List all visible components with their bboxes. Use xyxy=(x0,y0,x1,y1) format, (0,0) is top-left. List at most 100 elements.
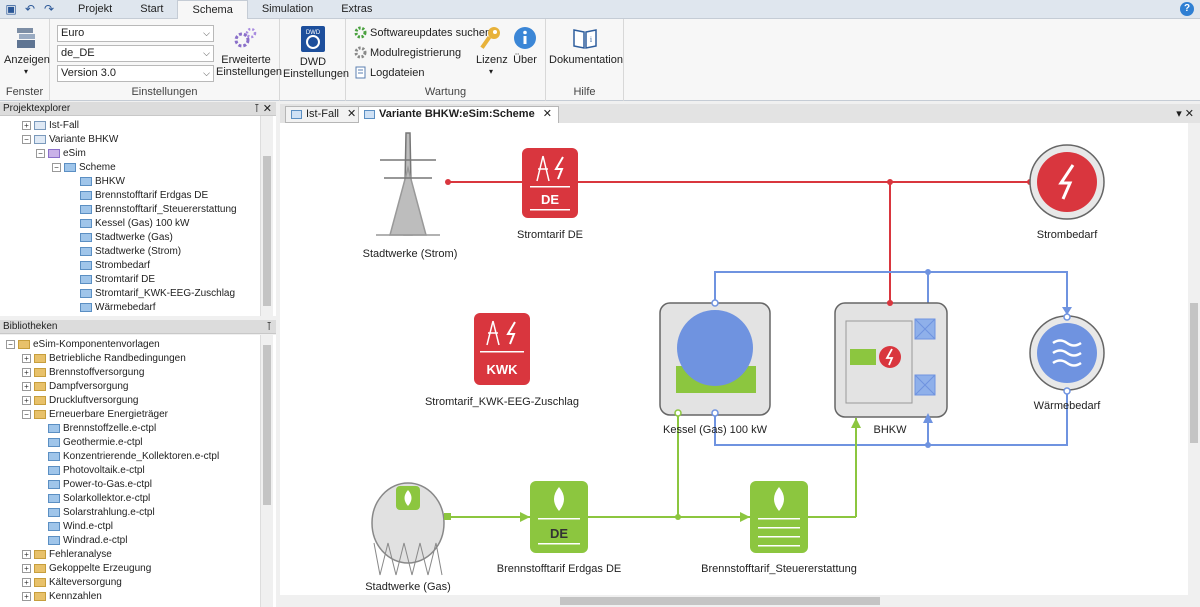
locale-select[interactable]: de_DE⌵ xyxy=(57,45,214,62)
scroll-thumb[interactable] xyxy=(560,597,880,605)
lib-item-folder[interactable]: +Betriebliche Randbedingungen xyxy=(22,352,186,365)
collapse-icon[interactable]: − xyxy=(36,149,45,158)
tree-item-component[interactable]: Stadtwerke (Gas) xyxy=(80,231,173,244)
expand-icon[interactable]: + xyxy=(22,578,31,587)
expand-icon[interactable]: + xyxy=(22,121,31,130)
tree-item-esim[interactable]: −eSim xyxy=(36,147,86,160)
close-icon[interactable]: ✕ xyxy=(347,108,357,120)
tree-item-component[interactable]: BHKW xyxy=(80,175,125,188)
lizenz-button[interactable]: Lizenz ▾ xyxy=(476,25,508,78)
tab-schema[interactable]: Schema xyxy=(177,0,248,19)
lib-item-template[interactable]: Brennstoffzelle.e-ctpl xyxy=(48,422,156,435)
lib-item-folder[interactable]: +Druckluftversorgung xyxy=(22,394,138,407)
expand-icon[interactable]: + xyxy=(22,550,31,559)
brennstofftarif-steuer-node[interactable] xyxy=(750,481,808,553)
undo-icon[interactable]: ↶ xyxy=(24,2,36,16)
lib-item-template[interactable]: Geothermie.e-ctpl xyxy=(48,436,142,449)
lib-item-folder[interactable]: −Erneuerbare Energieträger xyxy=(22,408,168,421)
kwk-badge: KWK xyxy=(486,362,518,377)
version-select[interactable]: Version 3.0⌵ xyxy=(57,65,214,82)
stadtwerke-gas-node[interactable] xyxy=(371,482,451,576)
pin-icon[interactable]: ⊺ xyxy=(266,321,272,333)
logdateien-button[interactable]: Logdateien xyxy=(354,66,424,79)
lib-item-folder[interactable]: +Kälteversorgung xyxy=(22,576,122,589)
tree-item-component[interactable]: Stromtarif DE xyxy=(80,273,155,286)
lib-item-template[interactable]: Konzentrierende_Kollektoren.e-ctpl xyxy=(48,450,219,463)
lib-item-template[interactable]: Solarstrahlung.e-ctpl xyxy=(48,506,155,519)
tab-simulation[interactable]: Simulation xyxy=(261,3,314,15)
gear-green-icon xyxy=(354,26,367,39)
canvas-hscrollbar[interactable] xyxy=(280,595,1188,607)
expand-icon[interactable]: + xyxy=(22,592,31,601)
scroll-thumb[interactable] xyxy=(263,345,271,505)
redo-icon[interactable]: ↷ xyxy=(43,2,55,16)
collapse-icon[interactable]: − xyxy=(22,135,31,144)
collapse-icon[interactable]: − xyxy=(22,410,31,419)
lib-item-template[interactable]: Power-to-Gas.e-ctpl xyxy=(48,478,152,491)
lib-item-template[interactable]: Photovoltaik.e-ctpl xyxy=(48,464,145,477)
component-icon xyxy=(80,261,92,270)
currency-select[interactable]: Euro⌵ xyxy=(57,25,214,42)
lib-item-folder[interactable]: +Gekoppelte Erzeugung xyxy=(22,562,151,575)
lib-item-root[interactable]: −eSim-Komponentenvorlagen xyxy=(6,338,160,351)
bibliotheken-scrollbar[interactable] xyxy=(260,335,273,607)
stromtarif-de-node[interactable] xyxy=(522,148,578,218)
tree-item-component[interactable]: Brennstofftarif Erdgas DE xyxy=(80,189,208,202)
tree-item-ist-fall[interactable]: +Ist-Fall xyxy=(22,119,79,132)
brennstofftarif-de-node[interactable] xyxy=(530,481,588,553)
modulregistrierung-button[interactable]: Modulregistrierung xyxy=(354,46,461,59)
tree-item-component[interactable]: Stadtwerke (Strom) xyxy=(80,245,181,258)
expand-icon[interactable]: + xyxy=(22,564,31,573)
scroll-thumb[interactable] xyxy=(1190,303,1198,443)
help-icon[interactable]: ? xyxy=(1180,2,1194,16)
kessel-node[interactable] xyxy=(659,299,771,417)
lib-item-folder[interactable]: +Fehleranalyse xyxy=(22,548,112,561)
dwd-einstellungen-button[interactable]: DWD DWD Einstellungen xyxy=(283,25,349,80)
expand-icon[interactable]: + xyxy=(22,396,31,405)
canvas-vscrollbar[interactable] xyxy=(1188,123,1200,595)
waermebedarf-node[interactable] xyxy=(1029,307,1105,395)
scroll-thumb[interactable] xyxy=(263,156,271,306)
tab-menu-close-icon[interactable]: ▾ ✕ xyxy=(1176,108,1194,120)
lib-item-folder[interactable]: +Dampfversorgung xyxy=(22,380,128,393)
expand-icon[interactable]: + xyxy=(22,354,31,363)
kwk-tarif-node[interactable] xyxy=(474,313,530,385)
tree-item-component[interactable]: Wärmebedarf xyxy=(80,301,156,314)
tree-item-component[interactable]: Kessel (Gas) 100 kW xyxy=(80,217,189,230)
svg-text:i: i xyxy=(590,35,593,44)
tree-item-variante-bhkw[interactable]: −Variante BHKW xyxy=(22,133,118,146)
save-icon[interactable]: ▣ xyxy=(5,2,17,16)
anzeigen-button[interactable]: Anzeigen ▾ xyxy=(4,25,50,78)
stadtwerke-strom-node[interactable] xyxy=(376,132,440,236)
schema-canvas[interactable]: Stadtwerke (Strom) DE Stromtarif DE Stro… xyxy=(280,123,1188,595)
expand-icon[interactable]: + xyxy=(22,368,31,377)
expand-icon[interactable]: + xyxy=(22,382,31,391)
tree-item-scheme[interactable]: −Scheme xyxy=(52,161,116,174)
tab-projekt[interactable]: Projekt xyxy=(78,3,113,15)
collapse-icon[interactable]: − xyxy=(52,163,61,172)
tree-item-component[interactable]: Stromtarif_KWK-EEG-Zuschlag xyxy=(80,287,235,300)
tree-item-component[interactable]: Strombedarf xyxy=(80,259,150,272)
bibliotheken-header: Bibliotheken ⊺ xyxy=(0,320,276,334)
tab-extras[interactable]: Extras xyxy=(341,3,373,15)
softwareupdates-button[interactable]: Softwareupdates suchen xyxy=(354,26,491,39)
lib-item-template[interactable]: Windrad.e-ctpl xyxy=(48,534,127,547)
pin-close-icon[interactable]: ⊺ ✕ xyxy=(254,103,272,115)
dokumentation-button[interactable]: i Dokumentation xyxy=(549,25,623,66)
projektexplorer-scrollbar[interactable] xyxy=(260,116,273,316)
lib-item-template[interactable]: Solarkollektor.e-ctpl xyxy=(48,492,150,505)
tab-start[interactable]: Start xyxy=(140,3,164,15)
schema-diagram: Stadtwerke (Strom) DE Stromtarif DE Stro… xyxy=(363,132,1105,593)
erweiterte-einstellungen-button[interactable]: Erweiterte Einstellungen xyxy=(216,25,282,78)
ueber-button[interactable]: Über xyxy=(510,25,540,66)
bhkw-node[interactable] xyxy=(834,300,948,423)
doc-tab-variante-bhkw[interactable]: Variante BHKW:eSim:Scheme✕ xyxy=(358,106,559,123)
lib-item-template[interactable]: Wind.e-ctpl xyxy=(48,520,113,533)
lib-item-folder[interactable]: +Brennstoffversorgung xyxy=(22,366,144,379)
collapse-icon[interactable]: − xyxy=(6,340,15,349)
close-icon[interactable]: ✕ xyxy=(542,108,552,120)
tree-item-component[interactable]: Brennstofftarif_Steuererstattung xyxy=(80,203,237,216)
doc-tab-ist-fall[interactable]: Ist-Fall✕ xyxy=(285,106,364,123)
lib-item-folder[interactable]: +Kennzahlen xyxy=(22,590,102,603)
strombedarf-node[interactable] xyxy=(1029,144,1105,220)
